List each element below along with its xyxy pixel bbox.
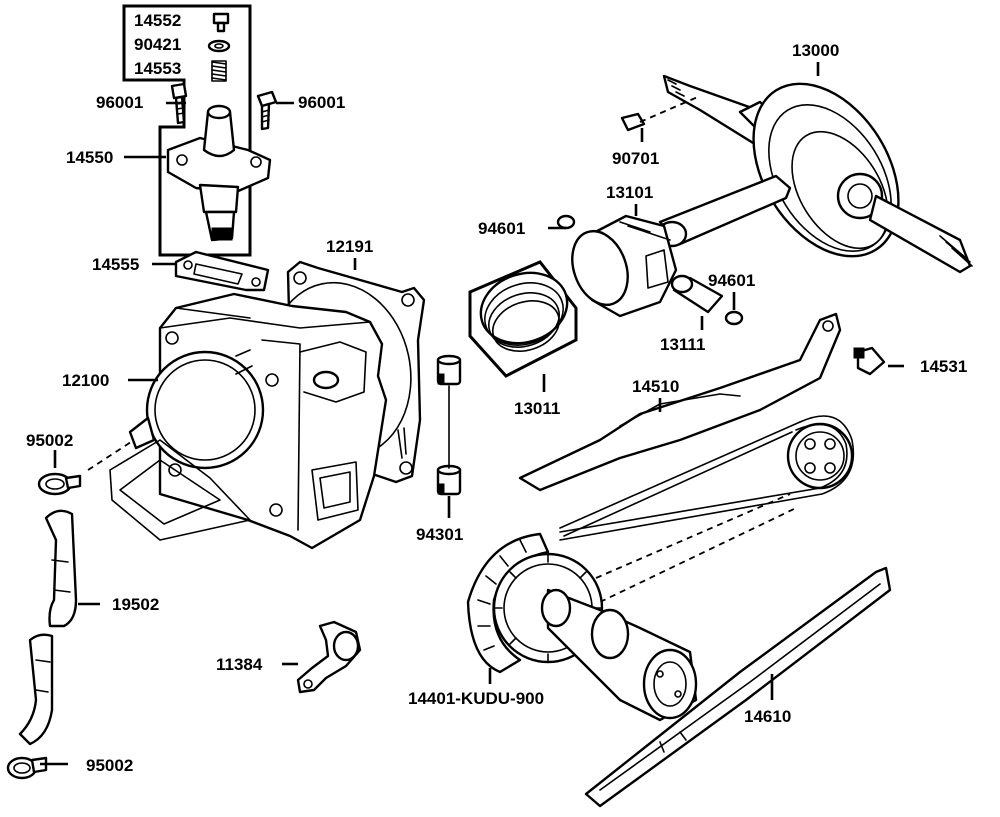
label-14552: 14552 xyxy=(134,11,181,30)
piston-pin-clip-right-icon xyxy=(724,310,744,326)
label-14531: 14531 xyxy=(920,357,967,376)
label-13011: 13011 xyxy=(514,399,560,418)
label-14401-kudu-900: 14401-KUDU-900 xyxy=(408,689,544,708)
chain-guide-icon xyxy=(584,566,892,808)
label-11384: 11384 xyxy=(216,655,263,674)
label-95002-top: 95002 xyxy=(26,431,73,450)
label-13111: 13111 xyxy=(660,335,705,354)
label-12191: 12191 xyxy=(326,237,373,256)
label-14553: 14553 xyxy=(134,59,181,78)
dowel-pin-bottom-icon xyxy=(436,464,462,496)
label-14510: 14510 xyxy=(632,377,679,396)
cam-sprocket-icon xyxy=(786,422,854,490)
key-locate-line xyxy=(639,95,701,123)
tensioner-bolt-icon xyxy=(212,12,230,33)
sealing-washer-icon xyxy=(207,39,231,53)
water-hose-icon xyxy=(18,509,78,746)
label-90421: 90421 xyxy=(134,35,181,54)
crankshaft-icon xyxy=(656,74,973,274)
tensioner-gasket-icon xyxy=(174,250,270,292)
chain-route-line-lower xyxy=(599,507,797,603)
cylinder-block-icon xyxy=(109,292,388,550)
piston-pin-clip-left-icon xyxy=(556,214,576,230)
label-14610: 14610 xyxy=(744,707,791,726)
chain-route-line-upper xyxy=(595,493,791,579)
hose-bracket-icon xyxy=(296,620,362,694)
label-12100: 12100 xyxy=(62,371,109,390)
camshaft-icon xyxy=(492,552,698,722)
piston-pin-icon xyxy=(670,274,724,314)
dowel-pin-top-icon xyxy=(436,354,462,386)
label-90701: 90701 xyxy=(612,149,659,168)
label-13101: 13101 xyxy=(606,183,653,202)
tensioner-spring-icon xyxy=(211,60,227,82)
label-14550: 14550 xyxy=(66,148,113,167)
label-13000: 13000 xyxy=(792,41,839,60)
label-96001-left: 96001 xyxy=(96,93,143,112)
woodruff-key-icon xyxy=(620,112,646,132)
label-94601-left: 94601 xyxy=(478,219,525,238)
chain-tensioner-arm-icon xyxy=(518,312,842,492)
piston-icon xyxy=(571,214,678,318)
label-94301: 94301 xyxy=(416,525,463,544)
hose-clamp-top-icon xyxy=(37,472,82,496)
bolt-right-icon xyxy=(256,90,278,131)
label-19502: 19502 xyxy=(112,595,159,614)
tensioner-pivot-bolt-icon xyxy=(853,346,886,376)
label-95002-bottom: 95002 xyxy=(86,756,133,775)
piston-ring-set-icon xyxy=(468,260,578,378)
hose-clamp-bottom-icon xyxy=(6,756,48,780)
hose-route-line xyxy=(87,439,135,471)
label-94601-right: 94601 xyxy=(708,271,755,290)
label-14555: 14555 xyxy=(92,255,139,274)
cam-chain-tensioner-icon xyxy=(166,104,272,242)
label-96001-right: 96001 xyxy=(298,93,345,112)
